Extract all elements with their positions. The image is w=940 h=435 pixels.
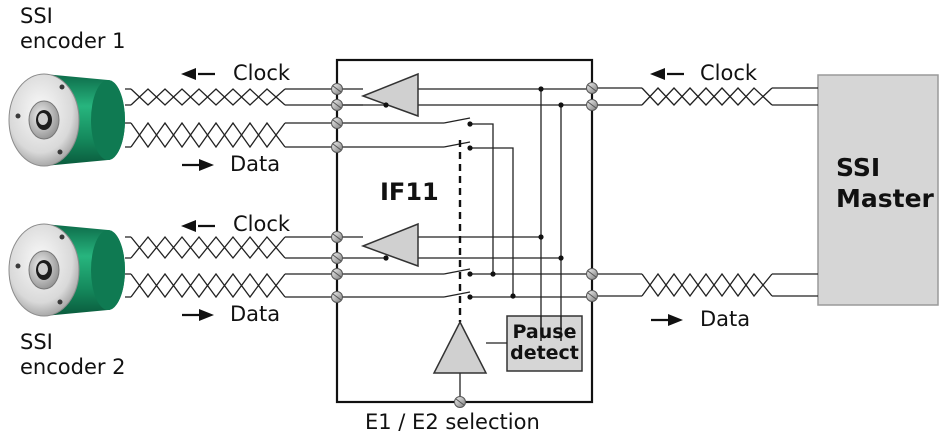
encoder-1-title-line2: encoder 1	[20, 29, 126, 53]
encoder-2-title-line2: encoder 2	[20, 355, 126, 379]
clock-driver-1	[360, 72, 419, 118]
pause-detect-line2: detect	[510, 342, 579, 364]
encoder-1-title-line1: SSI	[20, 4, 53, 28]
master-clock-label: Clock	[700, 61, 758, 85]
if11-label: IF11	[380, 178, 439, 206]
ssi-master-line2: Master	[836, 184, 934, 213]
clock-driver-2	[360, 222, 419, 268]
encoder-1-image	[8, 73, 126, 167]
ssi-master-line1: SSI	[836, 153, 881, 182]
pause-detect-line1: Pause	[512, 321, 577, 343]
encoder-2-clock-label: Clock	[233, 212, 291, 236]
encoder-2-data-label: Data	[230, 302, 281, 326]
selection-buffer	[432, 320, 488, 374]
encoder-2-title-line1: SSI	[20, 330, 53, 354]
ssi-master-box	[817, 74, 939, 306]
encoder-2-title: SSI encoder 2	[20, 330, 126, 380]
master-data-label: Data	[700, 307, 751, 331]
encoder-1-title: SSI encoder 1	[20, 4, 126, 54]
encoder-1-clock-label: Clock	[233, 61, 291, 85]
ssi-master-label: SSI Master	[836, 152, 934, 214]
pause-detect-box	[506, 315, 583, 372]
encoder-1-data-label: Data	[230, 152, 281, 176]
encoder-2-image	[8, 223, 126, 317]
selection-label: E1 / E2 selection	[365, 410, 540, 434]
pause-detect-label: Pause detect	[507, 322, 582, 364]
